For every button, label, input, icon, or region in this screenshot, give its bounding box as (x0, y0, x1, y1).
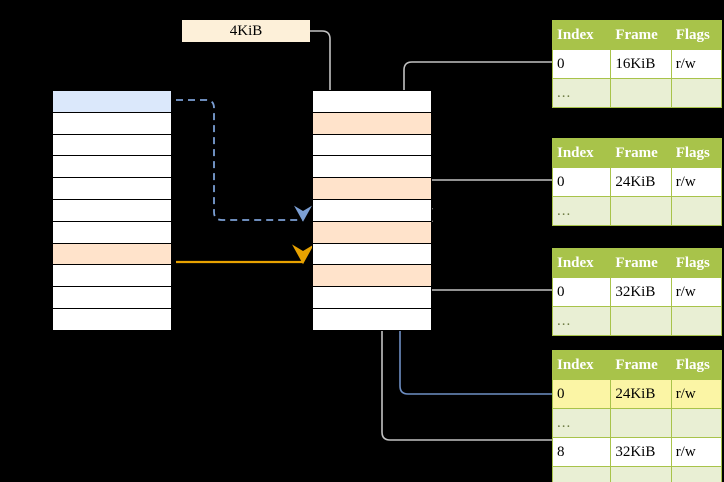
table-header-row: Index Frame Flags (551, 20, 723, 50)
table-row[interactable]: 0 24KiB r/w (551, 167, 723, 197)
cell-frame: 32KiB (610, 277, 672, 307)
header-index: Index (551, 20, 612, 50)
header-frame: Frame (610, 20, 672, 50)
cell-flags (670, 78, 723, 108)
cell-flags: r/w (670, 167, 723, 197)
cell-index: 0 (551, 379, 612, 409)
cell-frame (610, 78, 672, 108)
cell-index: 0 (551, 167, 612, 197)
memory-cell[interactable] (52, 220, 172, 244)
memory-cell[interactable] (52, 90, 172, 113)
cell-flags: r/w (670, 437, 723, 467)
table-row[interactable]: 0 32KiB r/w (551, 277, 723, 307)
memory-cell[interactable] (312, 264, 432, 288)
memory-cell[interactable] (312, 90, 432, 113)
cell-index: ... (551, 466, 612, 482)
cell-flags (670, 306, 723, 336)
header-frame: Frame (610, 138, 672, 168)
table-row[interactable]: 8 32KiB r/w (551, 437, 723, 467)
cell-frame (610, 196, 672, 226)
cell-frame: 24KiB (610, 379, 672, 409)
header-flags: Flags (670, 248, 723, 278)
table-row[interactable]: 0 24KiB r/w (551, 379, 723, 409)
table-header-row: Index Frame Flags (551, 350, 723, 380)
memory-cell[interactable] (312, 308, 432, 331)
memory-cell[interactable] (52, 155, 172, 179)
cell-flags: r/w (670, 379, 723, 409)
cell-frame: 16KiB (610, 49, 672, 79)
memory-cell[interactable] (52, 264, 172, 288)
cell-index: ... (551, 196, 612, 226)
table-row: ... (551, 466, 723, 482)
table-row: ... (551, 306, 723, 336)
table-row: ... (551, 408, 723, 438)
cell-flags (670, 466, 723, 482)
cell-flags (670, 196, 723, 226)
memory-cell[interactable] (312, 111, 432, 135)
memory-cell[interactable] (52, 242, 172, 266)
wire-virtual-blue-to-physical (176, 99, 312, 222)
table-row: ... (551, 78, 723, 108)
header-flags: Flags (670, 350, 723, 380)
header-frame: Frame (610, 248, 672, 278)
header-index: Index (551, 350, 612, 380)
size-label: 4KiB (182, 20, 310, 42)
page-table-level-4: Index Frame Flags 0 24KiB r/w ... 8 32Ki… (551, 350, 723, 482)
header-flags: Flags (670, 20, 723, 50)
header-frame: Frame (610, 350, 672, 380)
table-row: ... (551, 196, 723, 226)
cell-index: 0 (551, 49, 612, 79)
cell-index: ... (551, 306, 612, 336)
page-table-level-1: Index Frame Flags 0 16KiB r/w ... (551, 20, 723, 108)
cell-index: ... (551, 408, 612, 438)
table-header-row: Index Frame Flags (551, 138, 723, 168)
cell-frame (610, 408, 672, 438)
memory-cell[interactable] (312, 155, 432, 179)
cell-flags: r/w (670, 277, 723, 307)
memory-cell[interactable] (312, 133, 432, 157)
header-index: Index (551, 138, 612, 168)
wire-table3-to-physical (410, 264, 552, 291)
cell-frame (610, 306, 672, 336)
memory-cell[interactable] (52, 177, 172, 200)
memory-cell[interactable] (312, 286, 432, 309)
memory-cell[interactable] (52, 199, 172, 222)
cell-frame (610, 466, 672, 482)
table-row[interactable]: 0 16KiB r/w (551, 49, 723, 79)
memory-cell[interactable] (312, 177, 432, 200)
cell-flags (670, 408, 723, 438)
cell-index: 8 (551, 437, 612, 467)
header-index: Index (551, 248, 612, 278)
cell-frame: 24KiB (610, 167, 672, 197)
page-table-level-2: Index Frame Flags 0 24KiB r/w ... (551, 138, 723, 226)
memory-cell[interactable] (312, 242, 432, 266)
memory-cell[interactable] (312, 220, 432, 244)
memory-cell[interactable] (52, 133, 172, 157)
memory-cell[interactable] (52, 111, 172, 135)
memory-cell[interactable] (312, 199, 432, 222)
table-header-row: Index Frame Flags (551, 248, 723, 278)
memory-cell[interactable] (52, 308, 172, 331)
wire-table2-to-physical (420, 179, 552, 223)
cell-index: ... (551, 78, 612, 108)
cell-flags: r/w (670, 49, 723, 79)
page-table-level-3: Index Frame Flags 0 32KiB r/w ... (551, 248, 723, 336)
cell-index: 0 (551, 277, 612, 307)
header-flags: Flags (670, 138, 723, 168)
memory-cell[interactable] (52, 286, 172, 309)
cell-frame: 32KiB (610, 437, 672, 467)
